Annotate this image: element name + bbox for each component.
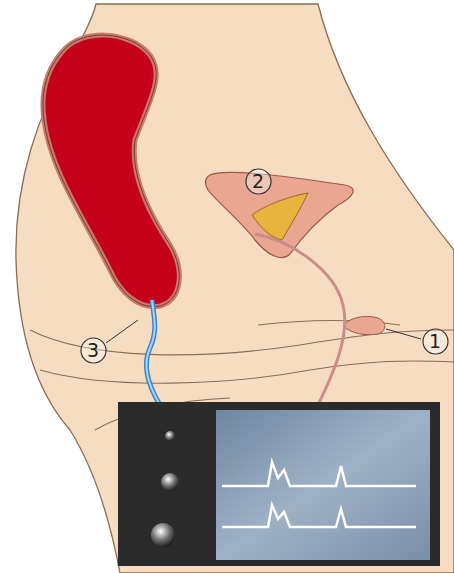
callout-number: 2 [252, 172, 264, 191]
rectal-catheter [146, 300, 160, 405]
pressure-trace [222, 462, 416, 486]
urethral-sphincter [343, 316, 385, 334]
body-outline [16, 4, 454, 573]
bladder-lumen [252, 193, 308, 240]
callout-circle: 3 [80, 337, 107, 364]
leader-line [386, 329, 421, 339]
monitor-knob [161, 473, 179, 491]
callout-circle: 2 [245, 168, 272, 195]
leader-line [106, 320, 138, 343]
monitor-knob [151, 523, 175, 547]
rectal-catheter [146, 300, 160, 405]
rectum [43, 35, 179, 306]
rectum-wall [43, 35, 179, 306]
body-contour [40, 361, 454, 383]
bladder [206, 173, 354, 258]
pressure-trace [222, 505, 416, 527]
monitor-screen [216, 410, 430, 560]
callout-circle: 1 [422, 328, 449, 355]
monitor [118, 402, 440, 566]
callout-number: 1 [429, 332, 441, 351]
bladder-catheter [255, 234, 345, 405]
callout-number: 3 [87, 341, 99, 360]
monitor-knob [165, 431, 175, 441]
